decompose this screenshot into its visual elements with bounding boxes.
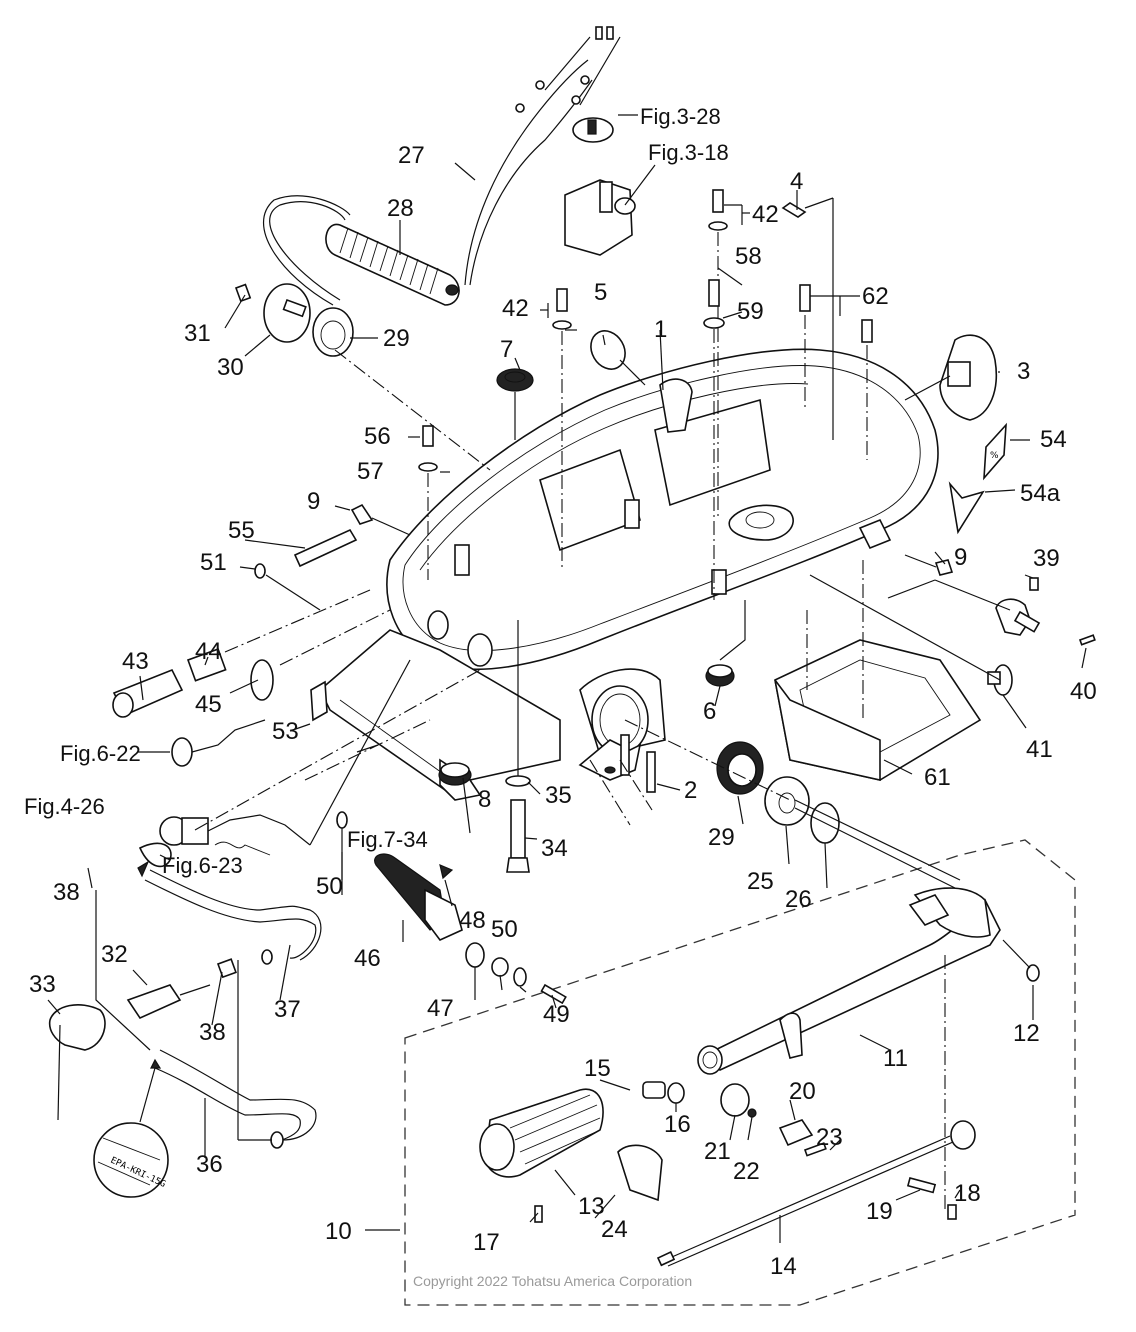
fig-ref-6-23[interactable]: Fig.6-23 [162,853,243,878]
fig-3-28-drawing [564,117,636,256]
leader-lines [47,114,1087,1243]
part-61-drawing [774,560,982,781]
callout-55[interactable]: 55 [228,517,255,544]
fasteners-top-drawing [418,189,873,600]
callout-42-upper[interactable]: 42 [752,201,779,228]
callout-27[interactable]: 27 [398,142,425,169]
callout-22[interactable]: 22 [733,1158,760,1185]
parts-29-30-31-drawing [234,283,491,471]
callout-40[interactable]: 40 [1070,678,1097,705]
callout-8[interactable]: 8 [478,786,492,813]
callout-30[interactable]: 30 [217,354,244,381]
callout-61[interactable]: 61 [924,764,951,791]
callout-6[interactable]: 6 [703,698,717,725]
callout-29-top[interactable]: 29 [383,325,410,352]
callout-9-right[interactable]: 9 [954,544,968,571]
callout-54[interactable]: 54 [1040,426,1067,453]
callout-28[interactable]: 28 [387,195,414,222]
callout-12[interactable]: 12 [1013,1020,1040,1047]
callout-26[interactable]: 26 [785,886,812,913]
callout-31[interactable]: 31 [184,320,211,347]
callout-41[interactable]: 41 [1026,736,1053,763]
fig-ref-3-18[interactable]: Fig.3-18 [648,140,729,165]
callout-29-bottom[interactable]: 29 [708,824,735,851]
part-27-drawing [464,26,621,286]
callout-25[interactable]: 25 [747,868,774,895]
callout-42-lower[interactable]: 42 [502,295,529,322]
callout-32[interactable]: 32 [101,941,128,968]
callout-36[interactable]: 36 [196,1151,223,1178]
callout-44[interactable]: 44 [195,638,222,665]
svg-text:%: % [990,451,999,461]
part-3-drawing [904,334,997,421]
fuel-parts-drawing: EPA-KRI-15G [48,842,322,1198]
callout-11[interactable]: 11 [883,1045,908,1072]
callout-10[interactable]: 10 [325,1218,352,1245]
callout-38-mid[interactable]: 38 [199,1019,226,1046]
lower-center-parts-drawing [336,620,631,1005]
callout-4[interactable]: 4 [790,168,804,195]
callout-14[interactable]: 14 [770,1253,797,1280]
callout-34[interactable]: 34 [541,835,568,862]
tiller-kit-boundary [404,839,1076,1306]
callout-62[interactable]: 62 [862,283,889,310]
callout-3[interactable]: 3 [1017,358,1031,385]
callout-17[interactable]: 17 [473,1229,500,1256]
callout-35[interactable]: 35 [545,782,572,809]
callout-20[interactable]: 20 [789,1078,816,1105]
left-side-parts-drawing [112,503,481,856]
callout-50-left[interactable]: 50 [316,873,343,900]
callout-18[interactable]: 18 [954,1180,981,1207]
fig-ref-7-34[interactable]: Fig.7-34 [347,827,428,852]
part-54-drawing: % [948,422,1007,535]
callout-2[interactable]: 2 [684,777,698,804]
callout-21[interactable]: 21 [704,1138,731,1165]
callout-16[interactable]: 16 [664,1111,691,1138]
callout-9-left[interactable]: 9 [307,488,321,515]
fig-ref-4-26[interactable]: Fig.4-26 [24,794,105,819]
callout-39[interactable]: 39 [1033,545,1060,572]
callout-37[interactable]: 37 [274,996,301,1023]
callout-38-top[interactable]: 38 [53,879,80,906]
callout-5[interactable]: 5 [594,279,608,306]
callout-45[interactable]: 45 [195,691,222,718]
right-side-parts-drawing [809,554,1096,696]
callout-19[interactable]: 19 [866,1198,893,1225]
callout-57[interactable]: 57 [357,458,384,485]
tiller-handle-drawing [479,887,1040,1267]
part-28-drawing [262,195,460,306]
swivel-parts-drawing [619,600,961,889]
callout-54a[interactable]: 54a [1020,480,1061,507]
callout-56[interactable]: 56 [364,423,391,450]
fig-ref-3-28[interactable]: Fig.3-28 [640,104,721,129]
callout-58[interactable]: 58 [735,243,762,270]
callout-47[interactable]: 47 [427,995,454,1022]
callout-33[interactable]: 33 [29,971,56,998]
callout-48[interactable]: 48 [459,907,486,934]
fig-ref-6-22[interactable]: Fig.6-22 [60,741,141,766]
callout-13[interactable]: 13 [578,1193,605,1220]
callout-7[interactable]: 7 [500,336,514,363]
callout-46[interactable]: 46 [354,945,381,972]
callout-53[interactable]: 53 [272,718,299,745]
callout-59[interactable]: 59 [737,298,764,325]
bottom-cowl-drawing [319,348,939,801]
callout-15[interactable]: 15 [584,1055,611,1082]
callout-23[interactable]: 23 [816,1124,843,1151]
copyright-notice: Copyright 2022 Tohatsu America Corporati… [413,1273,693,1289]
callout-49[interactable]: 49 [543,1001,570,1028]
callout-1[interactable]: 1 [654,316,668,343]
callout-43[interactable]: 43 [122,648,149,675]
callout-50-right[interactable]: 50 [491,916,518,943]
callout-51[interactable]: 51 [200,549,227,576]
callout-24[interactable]: 24 [601,1216,628,1243]
